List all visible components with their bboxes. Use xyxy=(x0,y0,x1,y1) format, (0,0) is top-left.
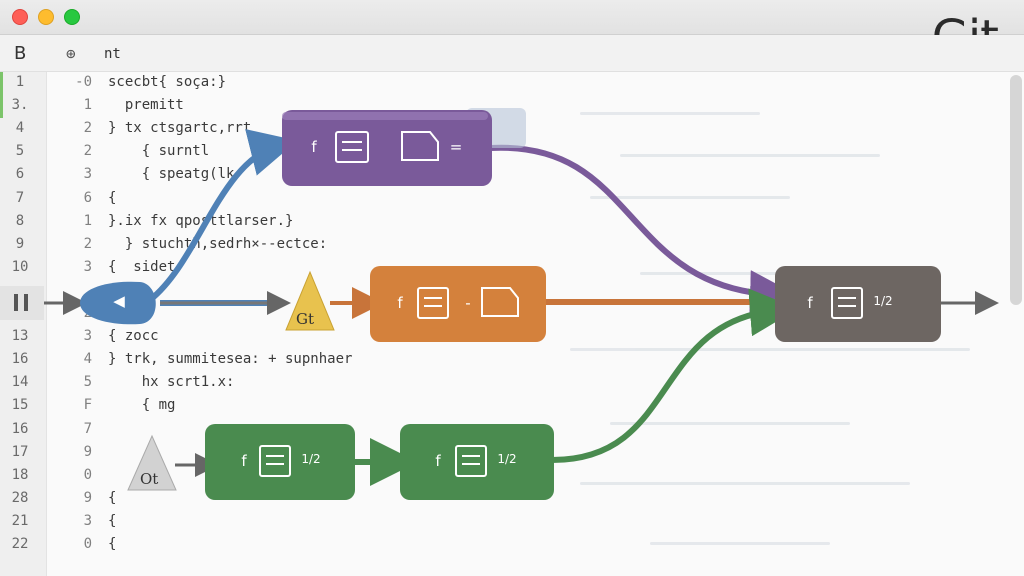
line-marker: -0 xyxy=(75,74,92,90)
green-node-1-tail: 1/2 xyxy=(301,452,321,466)
gray-node xyxy=(775,266,941,342)
line-marker: 6 xyxy=(83,189,92,206)
tab-bar: B ⊕ nt xyxy=(0,35,1024,72)
line-marker: 0 xyxy=(83,536,92,552)
gray-node-tail: 1/2 xyxy=(873,294,893,308)
purple-node xyxy=(282,110,492,186)
edge-source-to-purple xyxy=(148,129,298,303)
source-node-label: ◀ xyxy=(113,292,125,310)
line-number: 18 xyxy=(11,466,29,483)
line-marker: 9 xyxy=(83,443,92,460)
line-marker: 2 xyxy=(83,235,92,252)
line-number: 3. xyxy=(11,97,29,114)
line-number: 13 xyxy=(11,328,29,345)
code-line[interactable]: { speatg(lk xyxy=(108,166,235,183)
line-marker: 3 xyxy=(83,258,92,275)
source-node xyxy=(80,281,156,325)
line-marker: 3 xyxy=(83,512,92,529)
code-line[interactable]: { xyxy=(108,536,117,552)
line-number: 28 xyxy=(11,489,29,506)
line-number: 5 xyxy=(15,143,25,160)
green-node-2-tail: 1/2 xyxy=(497,452,517,466)
git-branch-icon[interactable]: ⊕ xyxy=(66,44,76,63)
pause-button[interactable] xyxy=(0,286,44,320)
line-marker: 3 xyxy=(83,166,92,183)
line-number: 22 xyxy=(11,536,29,552)
line-marker: 2 xyxy=(83,120,92,137)
bottom-triangle-label: Ot xyxy=(140,470,159,488)
line-number: 17 xyxy=(11,443,29,460)
line-number: 8 xyxy=(15,212,25,229)
zoom-window-button[interactable] xyxy=(64,9,80,25)
code-line[interactable]: } trk, summitesea: + supnhaer xyxy=(108,351,353,368)
line-number: 9 xyxy=(15,235,25,252)
line-number: 16 xyxy=(11,420,29,437)
line-marker: 0 xyxy=(83,466,92,483)
edge-purple-to-gray xyxy=(489,144,798,319)
vertical-scrollbar[interactable] xyxy=(1010,75,1022,305)
line-marker: 3 xyxy=(83,328,92,345)
line-marker: 9 xyxy=(83,489,92,506)
code-line[interactable]: { mg xyxy=(108,397,176,414)
code-line[interactable]: { sidet xyxy=(108,258,176,275)
line-number: 16 xyxy=(11,351,29,368)
orange-node-tail: - xyxy=(465,294,471,312)
title-bar xyxy=(0,0,1024,35)
minimize-window-button[interactable] xyxy=(38,9,54,25)
tab-active[interactable]: nt xyxy=(104,46,121,62)
line-number: 10 xyxy=(11,258,29,275)
code-line[interactable]: { surntl xyxy=(108,143,210,160)
close-window-button[interactable] xyxy=(12,9,28,25)
line-number: 1 xyxy=(15,74,25,90)
line-marker: 1 xyxy=(83,212,92,229)
line-number: 7 xyxy=(15,189,25,206)
edge-green2-to-gray xyxy=(551,288,798,463)
purple-node-tail: = xyxy=(449,138,463,156)
line-marker: 5 xyxy=(83,374,92,391)
green-node-1 xyxy=(205,424,355,500)
doc-icons xyxy=(259,131,863,477)
code-line[interactable]: { xyxy=(108,189,117,206)
merge-triangle xyxy=(285,270,335,331)
green-node-2-label[interactable]: f xyxy=(435,452,441,470)
line-number: 14 xyxy=(11,374,29,391)
code-line[interactable]: { xyxy=(108,512,117,529)
code-line[interactable]: premitt xyxy=(108,97,184,114)
code-line[interactable]: } tx ctsgartc,rrt xyxy=(108,120,252,137)
line-number: 15 xyxy=(11,397,29,414)
line-marker: 7 xyxy=(83,420,92,437)
line-marker: F xyxy=(83,397,92,414)
gray-node-label[interactable]: f xyxy=(807,294,813,312)
tab-left-label[interactable]: B xyxy=(14,43,27,64)
code-line[interactable]: { zocc xyxy=(108,328,159,345)
line-number: 21 xyxy=(11,512,29,529)
line-gutter xyxy=(0,72,47,576)
line-marker: 1 xyxy=(83,97,92,114)
merge-triangle-label: Gt xyxy=(296,310,315,328)
code-line[interactable]: hx scrt1.x: xyxy=(108,374,235,391)
change-indicator xyxy=(0,72,3,118)
line-marker: 4 xyxy=(83,351,92,368)
purple-node-label[interactable]: f xyxy=(311,138,317,156)
line-number: 6 xyxy=(15,166,25,183)
line-number: 4 xyxy=(15,120,25,137)
code-line[interactable]: { xyxy=(108,489,117,506)
line-marker: 2 xyxy=(83,143,92,160)
bottom-triangle xyxy=(127,434,177,491)
orange-node xyxy=(370,266,546,342)
orange-node-label[interactable]: f xyxy=(397,294,403,312)
green-node-2 xyxy=(400,424,554,500)
green-node-1-label[interactable]: f xyxy=(241,452,247,470)
code-line[interactable]: scecbt{ soça:} xyxy=(108,74,227,90)
